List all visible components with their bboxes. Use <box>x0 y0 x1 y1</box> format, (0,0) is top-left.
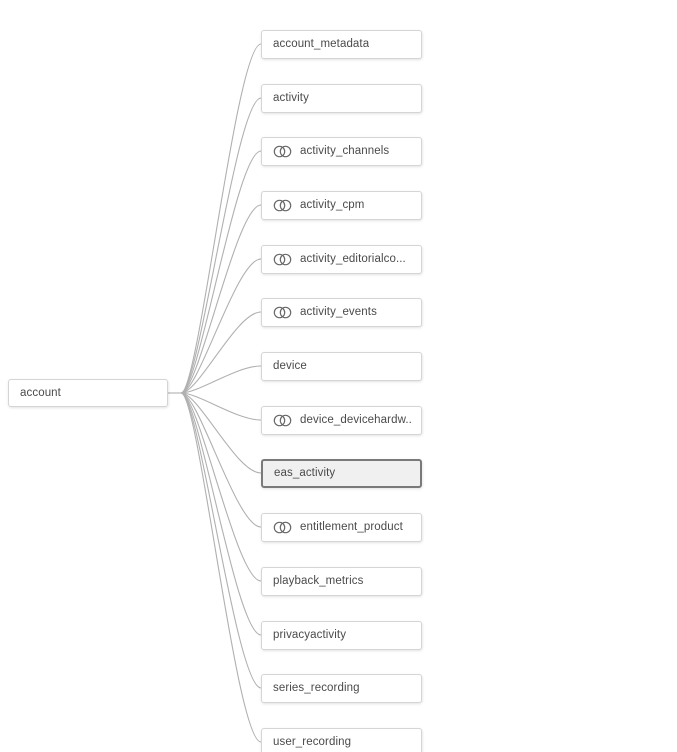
join-icon <box>273 199 292 212</box>
table-node-user-recording[interactable]: user_recording <box>261 727 422 752</box>
table-label: privacyactivity <box>273 629 347 641</box>
table-label: playback_metrics <box>273 575 364 587</box>
table-label: device <box>273 360 307 372</box>
table-node-activity-editorialco[interactable]: activity_editorialco... <box>261 244 422 274</box>
table-node-privacyactivity[interactable]: privacyactivity <box>261 620 422 650</box>
table-label: activity <box>273 92 309 104</box>
join-icon <box>273 306 292 319</box>
table-node-activity-events[interactable]: activity_events <box>261 297 422 327</box>
table-node-device[interactable]: device <box>261 351 422 381</box>
table-node-activity-cpm[interactable]: activity_cpm <box>261 190 422 220</box>
table-label: series_recording <box>273 682 360 694</box>
join-icon <box>273 145 292 158</box>
table-label: activity_editorialco... <box>300 253 406 265</box>
table-node-entitlement-product[interactable]: entitlement_product <box>261 512 422 542</box>
table-label: account <box>20 387 61 399</box>
join-icon <box>273 521 292 534</box>
table-label: account_metadata <box>273 38 370 50</box>
table-label: user_recording <box>273 736 352 748</box>
table-node-eas-activity[interactable]: eas_activity <box>261 458 422 488</box>
table-node-activity-channels[interactable]: activity_channels <box>261 136 422 166</box>
table-node-activity[interactable]: activity <box>261 83 422 113</box>
join-icon <box>273 414 292 427</box>
table-label: activity_events <box>300 306 377 318</box>
table-node-device-devicehardw[interactable]: device_devicehardw... <box>261 405 422 435</box>
table-label: device_devicehardw... <box>300 414 411 426</box>
table-label: activity_channels <box>300 145 390 157</box>
table-node-series-recording[interactable]: series_recording <box>261 673 422 703</box>
table-label: entitlement_product <box>300 521 403 533</box>
table-node-playback-metrics[interactable]: playback_metrics <box>261 566 422 596</box>
join-icon <box>273 253 292 266</box>
table-node-account-metadata[interactable]: account_metadata <box>261 29 422 59</box>
table-label: activity_cpm <box>300 199 365 211</box>
table-node-account[interactable]: account <box>8 379 168 407</box>
table-label: eas_activity <box>274 467 336 479</box>
